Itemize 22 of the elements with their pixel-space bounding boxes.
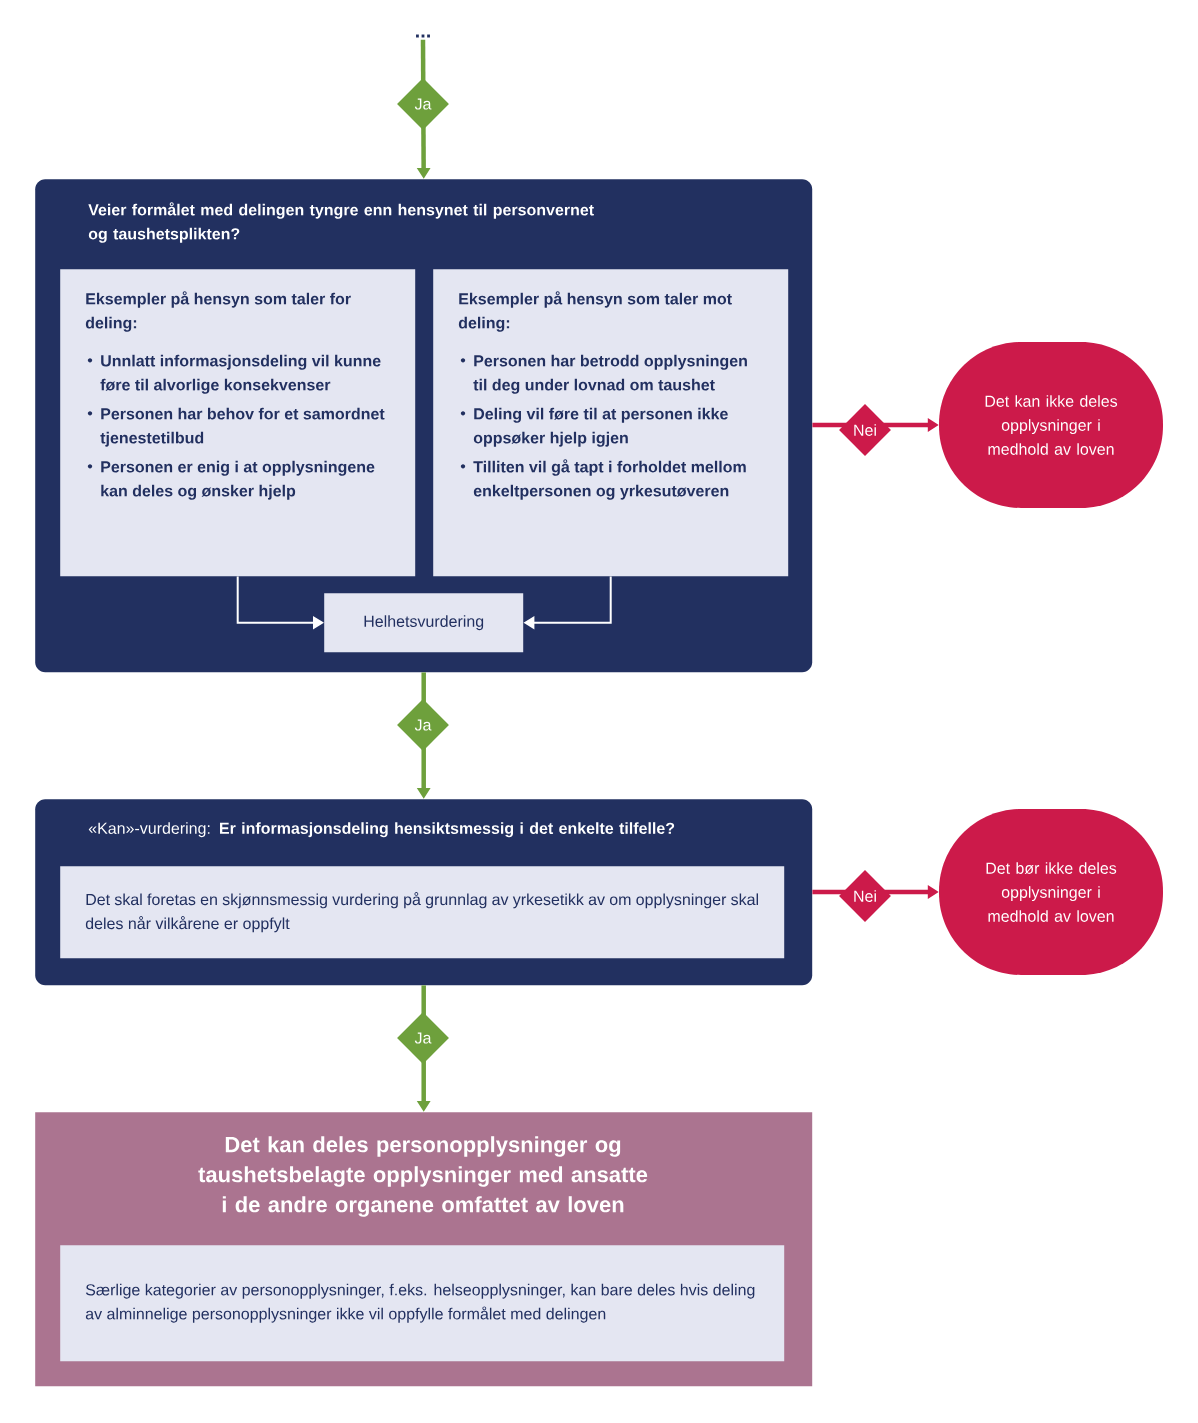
ellipsis: ... <box>416 34 430 38</box>
bullet-item: Tilliten vil gå tapt i forholdet mellom enkeltpersonen og yrkesutøveren <box>460 459 746 500</box>
edge-label: Ja <box>397 78 449 130</box>
process-box: Helhetsvurdering <box>324 593 524 653</box>
bullet-item: Unnlatt informasjonsdeling vil kunne føre til alvorlige konsekvenser <box>87 354 381 394</box>
bullet-item: Personen er enig i at opplysningene kan deles og ønsker hjelp <box>87 460 375 500</box>
text-panel: Det skal foretas en skjønnsmessig vurdering på grunnlag av yrkesetikk av om opplysninger skal deles når vilkårene er oppfylt <box>60 866 785 959</box>
text-panel <box>60 269 416 577</box>
bullet-item: Personen har behov for et samordnet tjenestetilbud <box>87 407 385 447</box>
heading: Veier formålet med delingen tyngre enn hensynet til personvernet og taushetsplikten? <box>88 202 594 243</box>
heading: «Kan»-vurdering: Er informasjonsdeling hensiktsmessig i det enkelte tilfelle? <box>88 822 675 838</box>
text-panel: Særlige kategorier av personopplysninger, f.eks. helseopplysninger, kan bare deles hvis deling av alminnelige personopplysninger ikke vil oppfylle formålet med delingen <box>60 1245 785 1362</box>
heading: Eksempler på hensyn som taler mot deling: <box>458 291 732 332</box>
bullet-item: Deling vil føre til at personen ikke oppsøker hjelp igjen <box>460 407 728 447</box>
bullet-item: Personen har betrodd opplysningen til deg under lovnad om taushet <box>460 354 747 394</box>
heading: Det kan deles personopplysninger og taushetsbelagte opplysninger med ansatte i de andre organene omfattet av loven <box>198 1136 648 1217</box>
heading: Eksempler på hensyn som taler for deling: <box>85 291 351 332</box>
text-panel <box>433 269 789 577</box>
edge-label: Nei <box>839 404 891 456</box>
edge-label: Nei <box>839 870 891 922</box>
edge-label: Ja <box>397 1012 449 1064</box>
edge-label: Ja <box>397 699 449 751</box>
